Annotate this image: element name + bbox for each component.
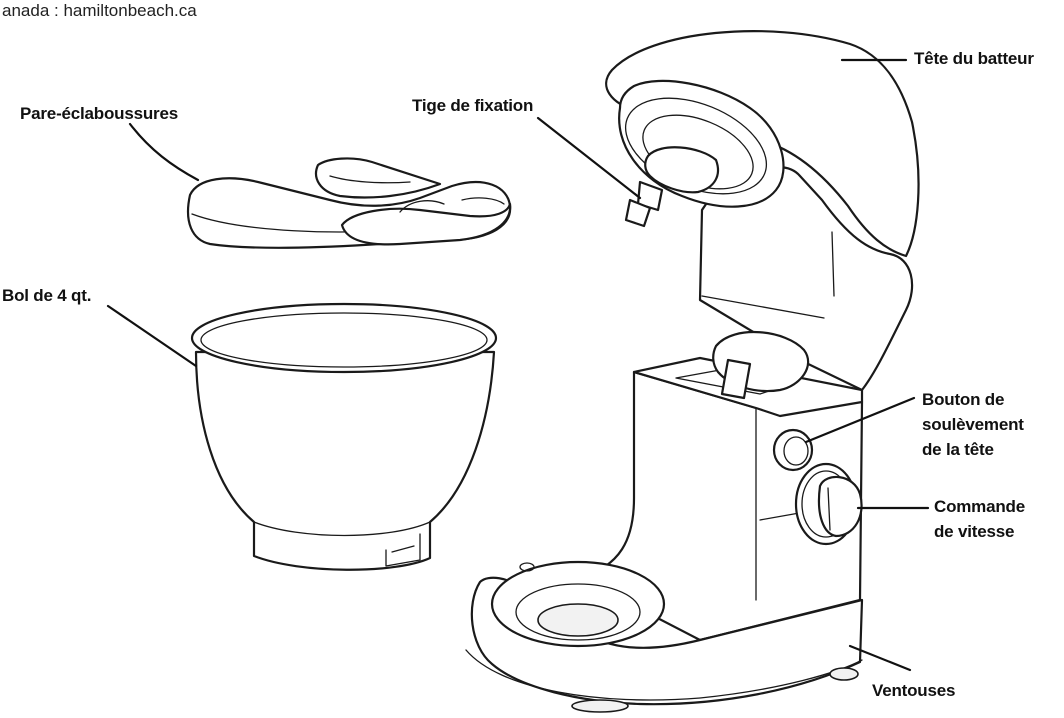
source-url-text: anada : hamiltonbeach.ca (2, 1, 197, 20)
mixer-base-illustration (465, 356, 864, 713)
leader-bowl (106, 304, 198, 368)
leader-splash-guard (128, 122, 200, 182)
splash-guard-illustration (186, 157, 512, 249)
leader-attachment-shaft (536, 116, 642, 200)
label-splash-guard: Pare-éclaboussures (20, 104, 178, 123)
label-suction-feet: Ventouses (872, 681, 956, 700)
label-head-lift-line1: Bouton de (922, 390, 1005, 409)
label-bowl: Bol de 4 qt. (2, 286, 92, 305)
label-speed-control-line1: Commande (934, 497, 1025, 516)
leader-head-lift-button (804, 396, 916, 444)
leader-suction-feet (848, 644, 912, 672)
mixing-bowl-illustration (190, 302, 498, 571)
label-mixer-head: Tête du batteur (914, 49, 1034, 68)
label-speed-control-line2: de vitesse (934, 522, 1015, 541)
label-head-lift-line3: de la tête (922, 440, 994, 459)
label-head-lift-line2: soulèvement (922, 415, 1024, 434)
label-attachment-shaft: Tige de fixation (412, 96, 534, 115)
mixer-head-illustration (605, 30, 920, 400)
